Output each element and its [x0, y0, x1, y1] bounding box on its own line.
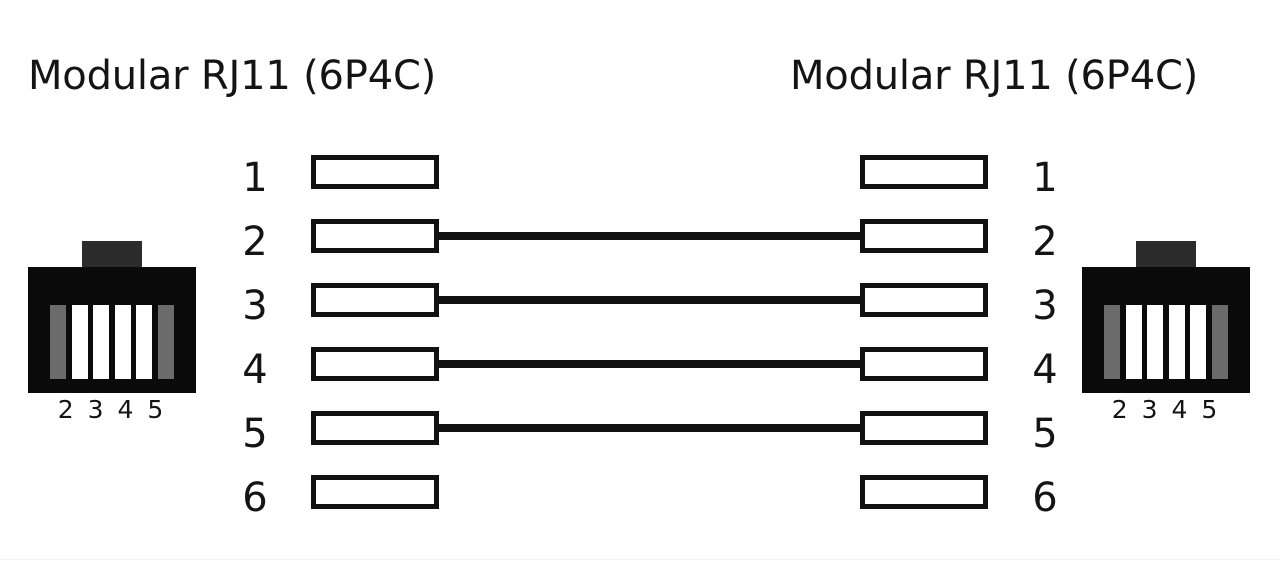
wire-pin2-to-pin2	[437, 232, 864, 240]
left-rj11-connector-illustration: 2 3 4 5	[28, 241, 196, 422]
connector-slot-6	[1211, 305, 1228, 379]
left-pin-label-3: 3	[242, 283, 268, 329]
right-pin-label-2: 2	[1032, 219, 1058, 265]
right-pin-label-6: 6	[1032, 475, 1058, 521]
right-pin-box-3	[860, 283, 988, 317]
right-connector-title: Modular RJ11 (6P4C)	[790, 53, 1199, 99]
wire-pin4-to-pin4	[437, 360, 864, 368]
right-rj11-connector-illustration: 2 3 4 5	[1082, 241, 1250, 422]
left-connector-pin-caption: 2 3 4 5	[57, 395, 167, 424]
wire-pin5-to-pin5	[437, 424, 864, 432]
right-pin-box-2	[860, 219, 988, 253]
left-pin-label-6: 6	[242, 475, 268, 521]
right-pin-label-4: 4	[1032, 347, 1058, 393]
left-pin-label-2: 2	[242, 219, 268, 265]
left-pin-label-1: 1	[242, 155, 268, 201]
left-pin-box-5	[311, 411, 439, 445]
wire-pin3-to-pin3	[437, 296, 864, 304]
connector-latch-tab-icon	[82, 241, 142, 269]
left-pin-label-5: 5	[242, 411, 268, 457]
connector-slot-2	[71, 305, 88, 379]
connector-slot-5	[1190, 305, 1207, 379]
connector-slot-1	[50, 305, 66, 379]
left-pin-box-3	[311, 283, 439, 317]
bottom-divider	[0, 559, 1280, 560]
right-pin-box-6	[860, 475, 988, 509]
connector-pin-slots	[50, 305, 174, 379]
right-pin-box-1	[860, 155, 988, 189]
left-pin-box-1	[311, 155, 439, 189]
connector-slot-1	[1104, 305, 1120, 379]
right-pin-box-4	[860, 347, 988, 381]
right-pin-label-1: 1	[1032, 155, 1058, 201]
right-pin-label-5: 5	[1032, 411, 1058, 457]
left-pin-label-4: 4	[242, 347, 268, 393]
right-connector-pin-caption: 2 3 4 5	[1111, 395, 1221, 424]
left-pin-box-6	[311, 475, 439, 509]
connector-slot-3	[1147, 305, 1164, 379]
connector-pin-slots	[1104, 305, 1228, 379]
connector-latch-tab-icon	[1136, 241, 1196, 269]
right-pin-label-3: 3	[1032, 283, 1058, 329]
connector-slot-5	[136, 305, 153, 379]
left-pin-box-4	[311, 347, 439, 381]
left-connector-title: Modular RJ11 (6P4C)	[28, 53, 437, 99]
connector-slot-4	[1168, 305, 1185, 379]
connector-slot-6	[157, 305, 174, 379]
connector-slot-2	[1125, 305, 1142, 379]
right-pin-box-5	[860, 411, 988, 445]
left-pin-box-2	[311, 219, 439, 253]
connector-slot-4	[114, 305, 131, 379]
connector-slot-3	[93, 305, 110, 379]
